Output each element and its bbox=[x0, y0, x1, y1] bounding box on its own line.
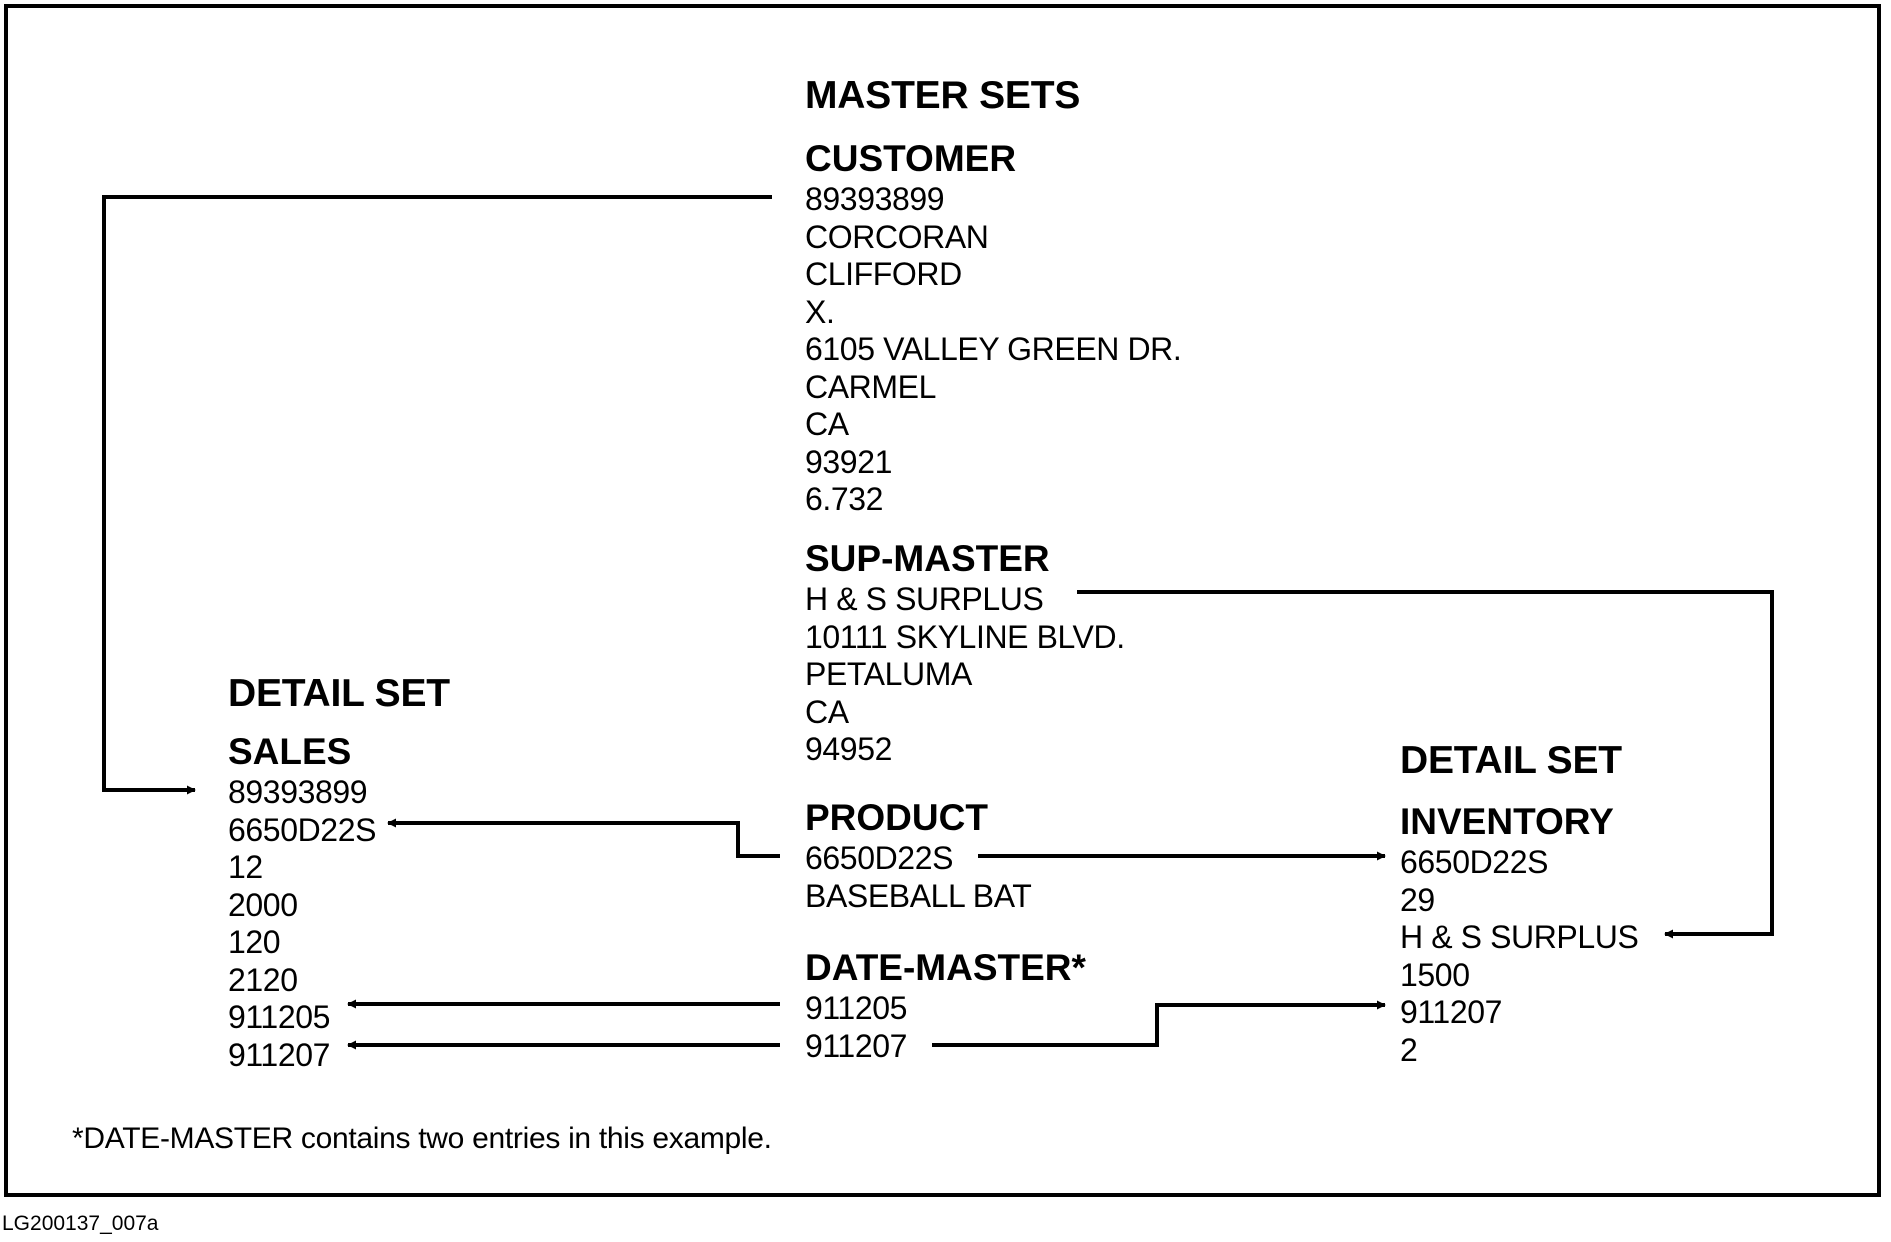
detail-set-left-heading: DETAIL SET bbox=[228, 672, 450, 715]
customer-field: 93921 bbox=[805, 443, 892, 480]
sup-master-field: H & S SURPLUS bbox=[805, 581, 1044, 617]
inventory-title: INVENTORY bbox=[1400, 801, 1614, 842]
sales-field: 911207 bbox=[228, 1036, 331, 1073]
inventory-field: 1500 bbox=[1400, 956, 1470, 993]
date-master-field: 911207 bbox=[805, 1027, 908, 1064]
diagram-frame bbox=[4, 4, 1881, 1197]
customer-field: X. bbox=[805, 293, 835, 330]
sales-field: 89393899 bbox=[228, 774, 368, 810]
inventory-field: 29 bbox=[1400, 881, 1435, 918]
sales-field: 2120 bbox=[228, 961, 298, 998]
inventory-set: INVENTORY 6650D22S 29 H & S SURPLUS 1500… bbox=[1400, 800, 1639, 1069]
link-customer-to-sales bbox=[102, 195, 772, 795]
sup-master-field: CA bbox=[805, 693, 849, 730]
inventory-field: H & S SURPLUS bbox=[1400, 919, 1639, 955]
inventory-field: 911207 bbox=[1400, 994, 1503, 1030]
customer-field: CLIFFORD bbox=[805, 256, 962, 292]
inventory-field: 2 bbox=[1400, 1031, 1418, 1068]
product-set: PRODUCT 6650D22S BASEBALL BAT bbox=[805, 796, 1032, 915]
sales-field: 6650D22S bbox=[228, 811, 377, 848]
date-master-title: DATE-MASTER* bbox=[805, 947, 1086, 988]
master-sets-heading: MASTER SETS bbox=[805, 74, 1081, 117]
sup-master-field: 10111 SKYLINE BLVD. bbox=[805, 618, 1125, 655]
date-master-set: DATE-MASTER* 911205 911207 bbox=[805, 946, 1086, 1065]
link-sup-master-to-inventory bbox=[1077, 590, 1774, 939]
customer-field: 6105 VALLEY GREEN DR. bbox=[805, 331, 1182, 367]
customer-field: 89393899 bbox=[805, 181, 945, 217]
customer-set: CUSTOMER 89393899 CORCORAN CLIFFORD X. 6… bbox=[805, 137, 1182, 519]
sup-master-field: PETALUMA bbox=[805, 656, 972, 692]
sup-master-title: SUP-MASTER bbox=[805, 538, 1050, 579]
customer-title: CUSTOMER bbox=[805, 138, 1017, 179]
product-field: 6650D22S bbox=[805, 840, 954, 876]
figure-id: LG200137_007a bbox=[2, 1212, 159, 1235]
inventory-field: 6650D22S bbox=[1400, 844, 1549, 880]
link-product-to-sales bbox=[387, 818, 780, 858]
sales-title: SALES bbox=[228, 731, 352, 772]
product-field: BASEBALL BAT bbox=[805, 877, 1032, 914]
product-title: PRODUCT bbox=[805, 797, 988, 838]
detail-set-right-heading: DETAIL SET bbox=[1400, 739, 1622, 782]
customer-field: CORCORAN bbox=[805, 218, 989, 255]
link-date-master-911207-to-inventory bbox=[932, 1000, 1386, 1047]
customer-field: CARMEL bbox=[805, 368, 936, 405]
sales-field: 2000 bbox=[228, 886, 298, 923]
customer-field: 6.732 bbox=[805, 481, 884, 517]
sales-field: 12 bbox=[228, 849, 263, 885]
sales-set: SALES 89393899 6650D22S 12 2000 120 2120… bbox=[228, 730, 376, 1074]
footnote: *DATE-MASTER contains two entries in thi… bbox=[72, 1122, 772, 1155]
sales-field: 911205 bbox=[228, 999, 331, 1035]
sup-master-set: SUP-MASTER H & S SURPLUS 10111 SKYLINE B… bbox=[805, 537, 1125, 769]
customer-field: CA bbox=[805, 406, 849, 442]
date-master-field: 911205 bbox=[805, 990, 908, 1026]
sales-field: 120 bbox=[228, 924, 281, 960]
sup-master-field: 94952 bbox=[805, 731, 892, 767]
